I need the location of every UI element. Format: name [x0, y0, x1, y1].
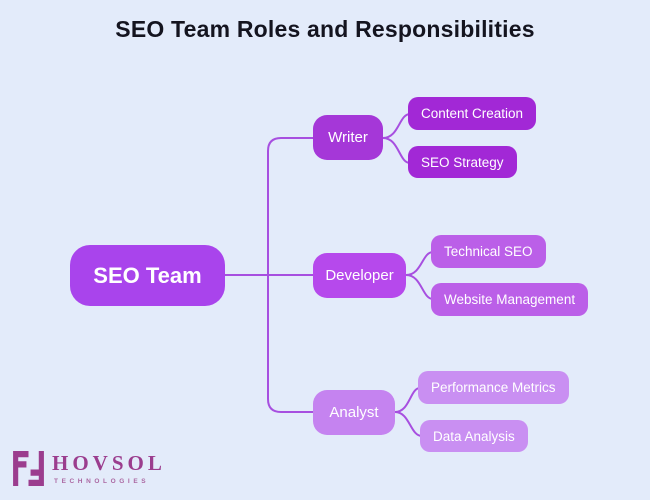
- role-node-developer: Developer: [313, 253, 406, 298]
- logo-subtitle: TECHNOLOGIES: [54, 478, 150, 485]
- page-title: SEO Team Roles and Responsibilities: [115, 16, 535, 42]
- leaf-node-performance-metrics: Performance Metrics: [418, 371, 569, 404]
- hovsol-monogram-icon: [13, 451, 44, 486]
- role-node-analyst: Analyst: [313, 390, 395, 435]
- role-node-writer: Writer: [313, 115, 383, 160]
- leaf-node-seo-strategy: SEO Strategy: [408, 146, 517, 178]
- leaf-node-data-analysis: Data Analysis: [420, 420, 528, 452]
- root-node-seo-team: SEO Team: [70, 245, 225, 306]
- leaf-node-website-management: Website Management: [431, 283, 589, 316]
- logo-name: HOVSOL: [52, 451, 166, 475]
- leaf-node-content-creation: Content Creation: [408, 97, 537, 130]
- logo-hovsol: HOVSOL TECHNOLOGIES: [10, 450, 166, 487]
- leaf-node-technical-seo: Technical SEO: [431, 235, 546, 268]
